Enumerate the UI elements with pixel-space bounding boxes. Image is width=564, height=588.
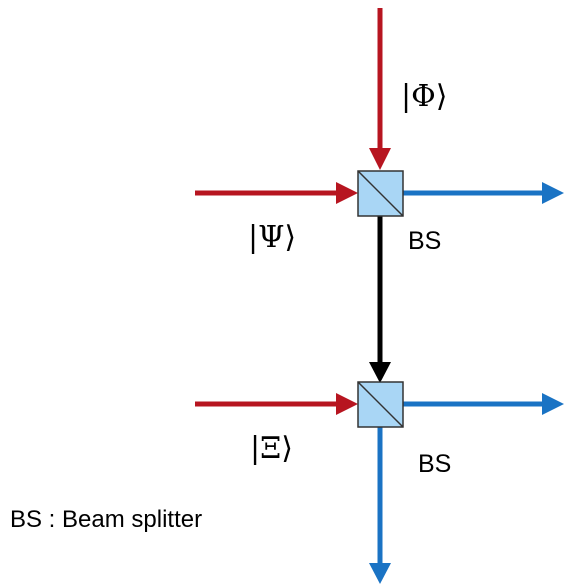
- state-label-psi: |Ψ⟩: [248, 220, 296, 255]
- beam-splitter-top: [357, 170, 404, 217]
- state-label-phi: |Φ⟩: [401, 79, 447, 114]
- output-beam-bottom-right: [403, 393, 564, 415]
- input-beam-psi: [195, 182, 358, 204]
- input-beam-xi: [195, 393, 358, 415]
- internal-beam: [369, 216, 391, 383]
- state-label-xi: |Ξ⟩: [250, 431, 293, 466]
- input-beam-phi: [369, 8, 391, 170]
- bs-label-bottom: BS: [418, 450, 451, 478]
- output-beam-bottom-down: [369, 427, 391, 584]
- legend-text: BS : Beam splitter: [10, 506, 202, 533]
- bs-label-top: BS: [408, 227, 441, 255]
- output-beam-top-right: [403, 182, 564, 204]
- beam-splitter-bottom: [357, 381, 404, 428]
